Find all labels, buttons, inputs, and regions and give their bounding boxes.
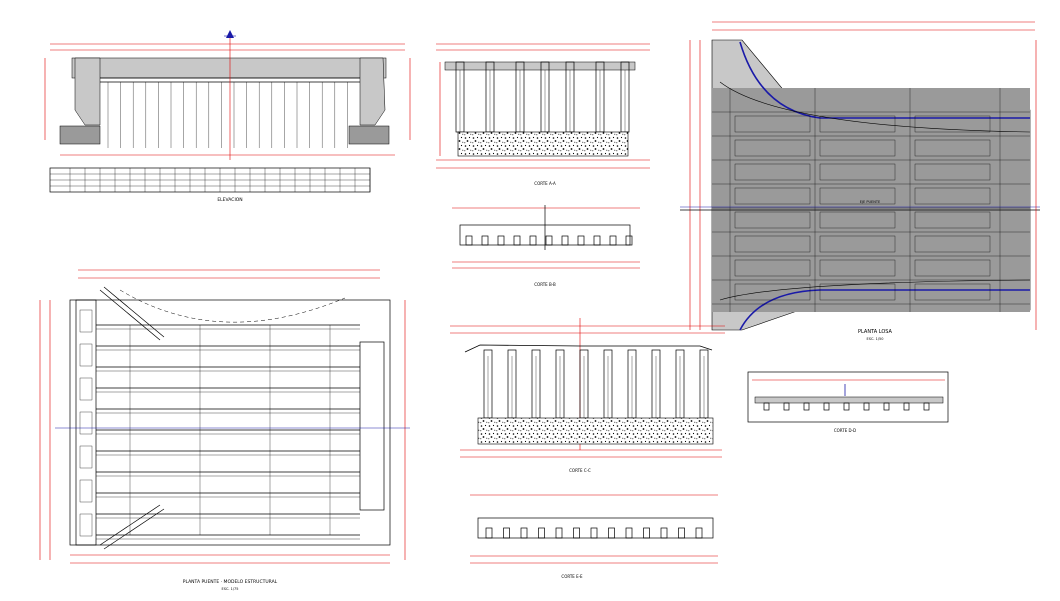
slab-panel bbox=[734, 115, 811, 133]
elevation-view: ELEVACION bbox=[44, 30, 411, 203]
rib bbox=[695, 527, 703, 539]
plan-slab-view: PLANTA LOSA ESC. 1/50 EJE PUENTE bbox=[680, 21, 1040, 341]
rib bbox=[529, 235, 537, 246]
slab-panel bbox=[819, 283, 896, 301]
rib bbox=[863, 402, 870, 411]
abutment-panel bbox=[79, 445, 93, 469]
section-b-title: CORTE B-B bbox=[534, 282, 556, 287]
abutment-panel bbox=[79, 513, 93, 537]
rib bbox=[545, 235, 553, 246]
rib bbox=[625, 235, 633, 246]
rib bbox=[803, 402, 810, 411]
rib bbox=[625, 527, 633, 539]
section-d-title: CORTE D-D bbox=[834, 428, 856, 433]
plan-structural-scale: ESC. 1/75 bbox=[222, 587, 239, 591]
rib bbox=[561, 235, 569, 246]
rib bbox=[883, 402, 890, 411]
rib bbox=[763, 402, 770, 411]
rib bbox=[590, 527, 598, 539]
rib bbox=[593, 235, 601, 246]
rib bbox=[485, 527, 493, 539]
section-a-view: CORTE A-A bbox=[436, 43, 650, 186]
slab-panel bbox=[734, 283, 811, 301]
rib bbox=[465, 235, 473, 246]
rib bbox=[678, 527, 685, 539]
slab-panel bbox=[819, 211, 896, 229]
rib bbox=[903, 402, 910, 411]
slab-panel bbox=[734, 139, 811, 157]
slab-panel bbox=[819, 139, 896, 157]
slab-panel bbox=[819, 235, 896, 253]
rib bbox=[577, 235, 585, 246]
plan-slab-scale: ESC. 1/50 bbox=[867, 337, 884, 341]
rib bbox=[783, 402, 790, 411]
plan-slab-axis-label: EJE PUENTE bbox=[860, 200, 880, 204]
abutment-panel bbox=[79, 411, 93, 435]
slab-panel bbox=[819, 187, 896, 205]
plan-structural-view: PLANTA PUENTE · MODELO ESTRUCTURAL ESC. … bbox=[39, 269, 410, 591]
section-c-view: CORTE C-C bbox=[450, 318, 725, 473]
slab-panel bbox=[819, 259, 896, 277]
plan-slab-title: PLANTA LOSA bbox=[858, 329, 893, 335]
north-arrow-icon bbox=[224, 30, 236, 38]
slab-panel bbox=[914, 163, 991, 181]
rib bbox=[503, 527, 510, 539]
slab-panel bbox=[914, 283, 991, 301]
section-a-title: CORTE A-A bbox=[534, 181, 556, 186]
slab-panel bbox=[734, 211, 811, 229]
slab-panel bbox=[914, 139, 991, 157]
rib bbox=[823, 402, 830, 411]
rib bbox=[609, 235, 617, 246]
section-e-view: CORTE E-E bbox=[470, 494, 718, 579]
slab-panel bbox=[914, 211, 991, 229]
elevation-title: ELEVACION bbox=[217, 197, 242, 203]
rib bbox=[520, 527, 528, 539]
rib bbox=[643, 527, 650, 539]
slab-panel bbox=[914, 115, 991, 133]
slab-panel bbox=[914, 235, 991, 253]
rib bbox=[843, 402, 850, 411]
plan-structural-title: PLANTA PUENTE · MODELO ESTRUCTURAL bbox=[183, 579, 278, 585]
slab-panel bbox=[819, 163, 896, 181]
slab-panel bbox=[734, 259, 811, 277]
rib bbox=[513, 235, 521, 246]
slab-panel bbox=[734, 187, 811, 205]
slab-panel bbox=[819, 115, 896, 133]
section-d-view: CORTE D-D bbox=[747, 371, 949, 433]
slab-panel bbox=[734, 235, 811, 253]
slab-panel bbox=[734, 163, 811, 181]
rib bbox=[538, 527, 545, 539]
rib bbox=[497, 235, 505, 246]
section-b-view: CORTE B-B bbox=[452, 205, 640, 287]
rib bbox=[555, 527, 563, 539]
abutment-panel bbox=[79, 479, 93, 503]
abutment-panel bbox=[79, 309, 93, 333]
abutment-panel bbox=[79, 343, 93, 367]
rib bbox=[573, 527, 580, 539]
slab-panel bbox=[914, 187, 991, 205]
rib bbox=[660, 527, 668, 539]
abutment-panel bbox=[79, 377, 93, 401]
slab-panel bbox=[914, 259, 991, 277]
rib bbox=[923, 402, 930, 411]
section-e-title: CORTE E-E bbox=[561, 574, 583, 579]
rib bbox=[608, 527, 615, 539]
rib bbox=[481, 235, 489, 246]
section-c-title: CORTE C-C bbox=[569, 468, 591, 473]
